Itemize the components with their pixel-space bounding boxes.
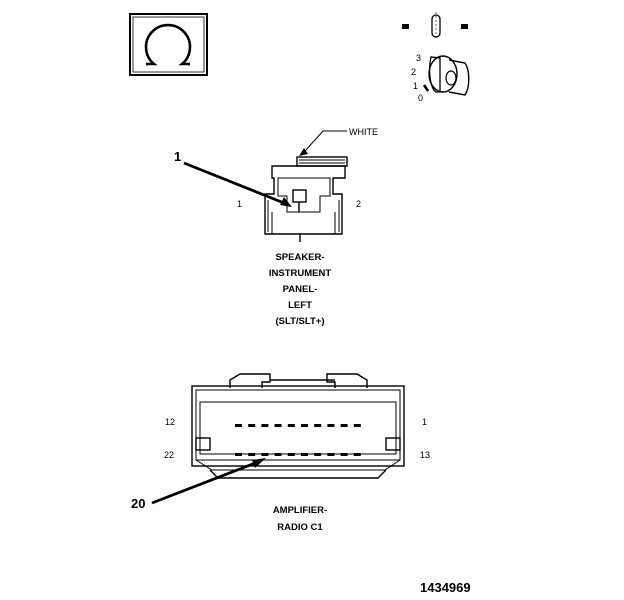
terminal-cavity xyxy=(235,424,242,427)
ignition-switch-icon: 3 2 1 0 xyxy=(402,12,470,103)
pin-label-top-right: 1 xyxy=(422,417,427,427)
terminal-cavity xyxy=(301,424,308,427)
connector-caption-line: (SLT/SLT+) xyxy=(276,316,325,327)
terminal-cavity xyxy=(340,424,348,427)
terminal-cavity xyxy=(261,453,269,456)
callout-number: 20 xyxy=(131,496,145,511)
key-position-2: 2 xyxy=(411,67,416,77)
pin-label-left: 1 xyxy=(237,199,242,209)
terminal-cavity xyxy=(235,453,242,456)
document-number: 1434969 xyxy=(420,580,471,595)
pin-label-right: 2 xyxy=(356,199,361,209)
connector-caption-line: PANEL- xyxy=(283,284,318,295)
terminal-cavity xyxy=(301,453,308,456)
callout-number: 1 xyxy=(174,149,181,164)
pin-label-bottom-right: 13 xyxy=(420,450,430,460)
amplifier-connector: 12 1 22 13 20 AMPLIFIER- RADIO C1 xyxy=(131,373,430,533)
terminal-cavity xyxy=(287,424,295,427)
terminal-cavity xyxy=(314,453,322,456)
terminal-cavity xyxy=(248,453,256,456)
pin-label-top-left: 12 xyxy=(165,417,175,427)
terminal-cavities xyxy=(235,424,361,456)
terminal-cavity xyxy=(353,453,361,456)
terminal-cavity xyxy=(261,424,269,427)
terminal-cavity xyxy=(274,453,282,456)
connector-caption-line: RADIO C1 xyxy=(277,522,323,533)
terminal-cavity xyxy=(274,424,282,427)
terminal-cavity xyxy=(327,424,335,427)
terminal-cavity xyxy=(327,453,335,456)
terminal-cavity xyxy=(248,424,256,427)
connector-caption-line: INSTRUMENT xyxy=(269,268,331,279)
terminal-cavity xyxy=(340,453,348,456)
ohmmeter-icon xyxy=(129,13,208,76)
key-position-0: 0 xyxy=(418,93,423,103)
speaker-connector: WHITE 1 2 1 SPEAKER- INSTRUMENT PANEL- L… xyxy=(174,127,378,327)
pin-label-bottom-left: 22 xyxy=(164,450,174,460)
key-position-3: 3 xyxy=(416,53,421,63)
connector-caption-line: LEFT xyxy=(288,300,312,311)
terminal-cavity xyxy=(314,424,322,427)
connector-caption-line: SPEAKER- xyxy=(275,252,324,263)
terminal-cavity xyxy=(287,453,295,456)
connector-caption-line: AMPLIFIER- xyxy=(273,505,327,516)
key-position-1: 1 xyxy=(413,81,418,91)
terminal-cavity xyxy=(353,424,361,427)
connector-color-label: WHITE xyxy=(349,127,378,137)
